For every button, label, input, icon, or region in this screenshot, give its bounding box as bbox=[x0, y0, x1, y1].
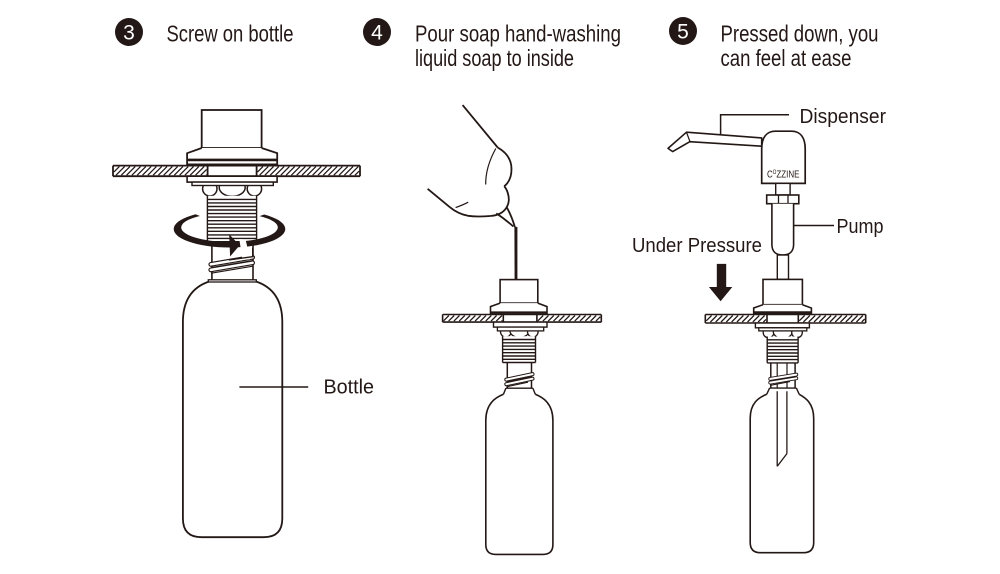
svg-text:Pump: Pump bbox=[837, 216, 884, 238]
svg-text:Bottle: Bottle bbox=[324, 376, 375, 398]
svg-text:Dispenser: Dispenser bbox=[800, 106, 887, 128]
svg-text:Pressed down, you: Pressed down, you bbox=[721, 21, 879, 47]
svg-text:4: 4 bbox=[371, 22, 383, 45]
svg-text:COZZINE: COZZINE bbox=[767, 169, 800, 181]
svg-text:Pour soap hand-washing: Pour soap hand-washing bbox=[415, 21, 621, 47]
svg-text:Under Pressure: Under Pressure bbox=[632, 235, 762, 257]
svg-text:can feel at ease: can feel at ease bbox=[721, 45, 852, 71]
svg-text:5: 5 bbox=[677, 21, 689, 44]
svg-text:Screw on bottle: Screw on bottle bbox=[167, 21, 294, 47]
svg-text:liquid soap to inside: liquid soap to inside bbox=[415, 45, 574, 71]
svg-text:3: 3 bbox=[123, 22, 135, 45]
